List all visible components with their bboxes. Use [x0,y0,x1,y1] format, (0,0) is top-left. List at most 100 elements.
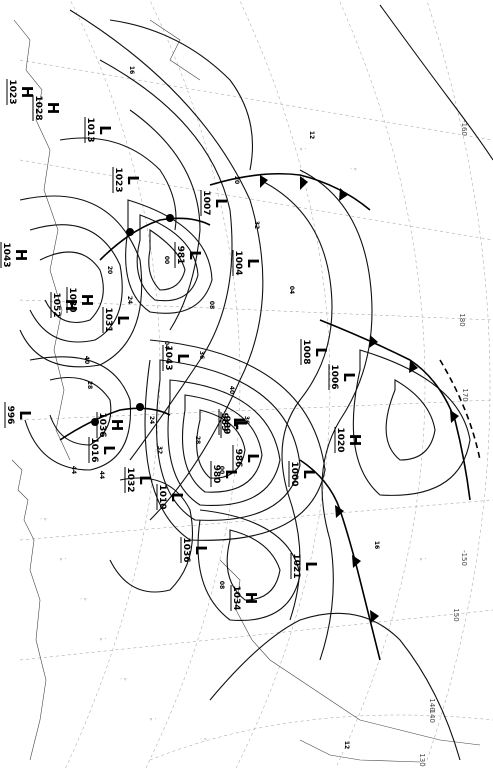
station-plot: ○ · [150,717,156,721]
pressure-value: 1023 [113,167,123,192]
front-symbol [339,188,348,201]
coastlines [11,19,481,763]
pressure-system-letter: H [12,249,30,262]
isobar [167,379,281,507]
isobar-label: 00 [163,256,170,264]
station-plot: · ○ [200,737,206,741]
isobar [59,137,177,231]
isobar [352,349,471,496]
isobars [19,4,493,761]
isobar [129,109,201,331]
pressure-value: 989 [221,416,231,435]
pressure-system-letter: H [346,434,364,447]
isobar [109,19,253,171]
isobar [99,59,233,461]
isobar-label: 12 [308,131,315,139]
pressure-value: 1000 [289,461,299,486]
front-symbol [335,505,344,518]
pressure-value: 1010 [157,484,167,509]
isobar [19,195,143,368]
pressure-value: 986 [233,449,243,468]
station-plot: ○ · [100,637,106,641]
cold-front [299,459,381,661]
pressure-value: 1034 [231,585,241,610]
pressure-system-letter: H [18,86,36,99]
pressure-system-letter: L [100,445,118,455]
isobar-label: 20 [233,176,240,184]
isobar [182,394,263,493]
pressure-system-letter: L [312,347,330,357]
pressure-value: 1013 [85,117,95,142]
isobar-label: 36 [198,351,205,359]
pressure-value: 1036 [97,412,107,437]
front-symbol [450,410,459,423]
grid-line [149,714,493,761]
pressure-system-letter: H [108,419,126,432]
station-plot: ○ · [60,557,66,561]
isobar [49,376,112,446]
trough [439,359,481,461]
isobar [136,214,199,302]
isobar-label: 04 [288,286,295,294]
pressure-system-letter: L [186,250,204,260]
front-symbol [369,335,378,348]
pressure-value: 1016 [89,437,99,462]
pressure-value: 989 [219,413,229,432]
isobar [24,356,132,471]
longitude-label: 130 [418,753,426,766]
pressure-value: 1023 [7,79,17,104]
isobar [299,169,373,661]
pressure-value: 1043 [1,242,11,267]
station-plots: · ○ ○ · · ○ ○ · · ○ ○ · · ○ ○ · · ○ ○ · [40,147,426,741]
station-plot: ○ · [420,557,426,561]
longitude-label: -160 [460,120,468,136]
pressure-value: 1030 [67,287,77,312]
isobar [259,179,333,621]
pressure-value: 996 [5,406,15,425]
fronts [59,172,481,661]
pressure-value: 1043 [163,345,173,370]
longitude-label: -140 [428,707,436,723]
pressure-value: 1032 [125,467,135,492]
coastline-top [149,19,201,81]
longitude-label: 180 [458,313,466,326]
isobar-label: 28 [86,381,93,389]
grid-line [19,609,493,661]
pressure-system-letter: L [340,372,358,382]
isobar-label: 08 [218,581,225,589]
coastline-upper [13,19,71,461]
isobar-label: 04 [163,341,170,349]
longitude-label: 170 [461,388,469,401]
isobar-label: 36 [243,416,250,424]
isobar-label: 44 [98,471,105,479]
isobar-label: 40 [83,356,90,364]
grid-line [65,0,161,768]
pressure-value: 1021 [291,553,301,578]
pressure-system-letter: H [78,294,96,307]
isobar [209,612,461,761]
pressure-system-letter: L [124,175,142,185]
pressure-value: 1006 [329,364,339,389]
isobar-label: 20 [106,266,113,274]
pressure-system-letter: L [212,198,230,208]
isobar-label: 32 [156,446,163,454]
pressure-system-letter: H [44,102,62,115]
isobar-label: 00 [218,466,225,474]
station-plot: · ○ [40,517,46,521]
pressure-value: 1020 [335,427,345,452]
front-symbol [300,176,308,190]
